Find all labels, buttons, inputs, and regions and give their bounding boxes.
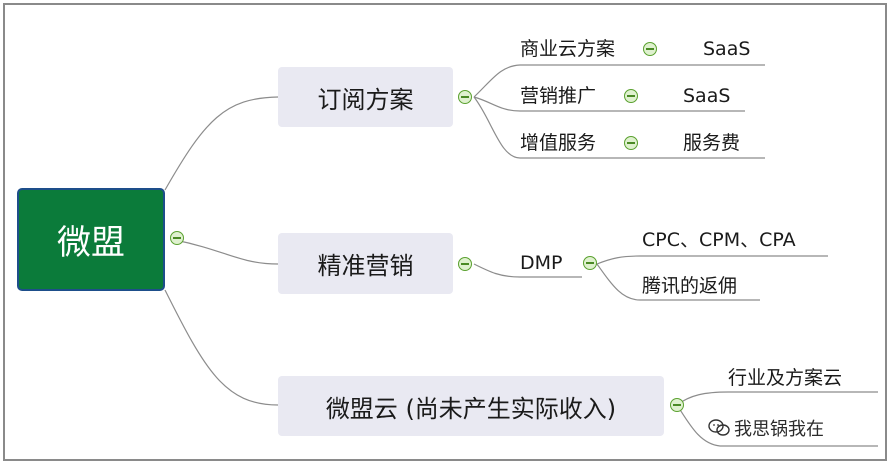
- collapse-toggle-cloud[interactable]: [670, 398, 684, 412]
- link-root-cloud: [164, 289, 279, 406]
- collapse-toggle-marketing[interactable]: [624, 89, 638, 103]
- link-cloud-second: [676, 404, 878, 447]
- diagram-frame: [3, 3, 887, 461]
- child-label-cloud-plan: 商业云方案: [520, 38, 616, 60]
- child-value-cpc: CPC、CPM、CPA: [642, 229, 796, 251]
- branch-label: 订阅方案: [317, 85, 414, 114]
- collapse-toggle-dmp[interactable]: [583, 256, 597, 270]
- root-label: 微盟: [57, 223, 125, 263]
- link-sub-cloud-plan: [473, 64, 765, 98]
- child-label-dmp: DMP: [520, 252, 563, 274]
- child-label-marketing: 营销推广: [520, 85, 597, 107]
- link-root-precision: [174, 239, 279, 265]
- collapse-toggle-cloud-plan[interactable]: [643, 42, 657, 56]
- child-label-industry-cloud: 行业及方案云: [728, 367, 843, 389]
- child-value-value-added: 服务费: [683, 132, 741, 154]
- link-precision-dmp: [473, 263, 582, 278]
- collapse-toggle-subscription[interactable]: [458, 90, 472, 104]
- link-dmp-cpc: [596, 255, 828, 265]
- watermark: 我思锅我在: [708, 415, 824, 441]
- branch-node-precision-marketing[interactable]: 精准营销: [278, 233, 453, 294]
- branch-label: 精准营销: [317, 252, 414, 280]
- child-value-tencent-rebate: 腾讯的返佣: [642, 275, 738, 297]
- branch-node-weimob-cloud[interactable]: 微盟云 (尚未产生实际收入): [278, 376, 664, 436]
- collapse-toggle-precision[interactable]: [458, 257, 472, 271]
- child-value-marketing: SaaS: [683, 85, 731, 107]
- collapse-toggle-value-added[interactable]: [624, 136, 638, 150]
- link-cloud-industry: [676, 391, 878, 406]
- branch-node-subscription[interactable]: 订阅方案: [278, 67, 453, 127]
- link-root-subscription: [164, 96, 279, 191]
- link-sub-marketing: [473, 96, 745, 112]
- collapse-toggle-root[interactable]: [170, 231, 184, 245]
- chat-bubble-icon: [708, 419, 730, 437]
- link-sub-value-added: [473, 96, 765, 159]
- watermark-text: 我思锅我在: [734, 419, 824, 440]
- branch-label: 微盟云 (尚未产生实际收入): [325, 394, 617, 423]
- child-label-value-added: 增值服务: [520, 132, 597, 154]
- link-dmp-tencent: [596, 263, 760, 301]
- child-value-cloud-plan: SaaS: [703, 38, 751, 60]
- root-node[interactable]: 微盟: [17, 188, 165, 291]
